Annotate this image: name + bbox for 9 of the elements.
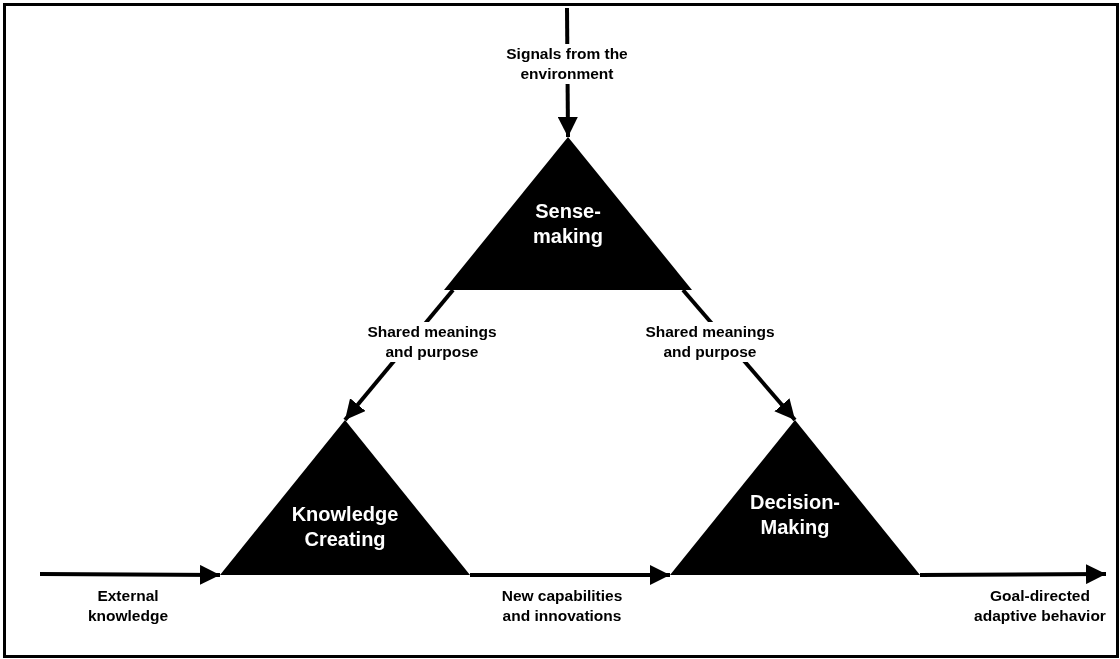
arrow <box>470 565 670 585</box>
node-label: Sense- making <box>532 199 604 249</box>
arrow <box>920 564 1106 585</box>
arrow <box>40 564 220 585</box>
node-label: Knowledge Creating <box>290 502 400 552</box>
node-label: Decision- Making <box>749 490 841 540</box>
triangle-node <box>444 137 692 290</box>
triangle-node <box>220 420 470 575</box>
triangle-node <box>670 420 920 575</box>
